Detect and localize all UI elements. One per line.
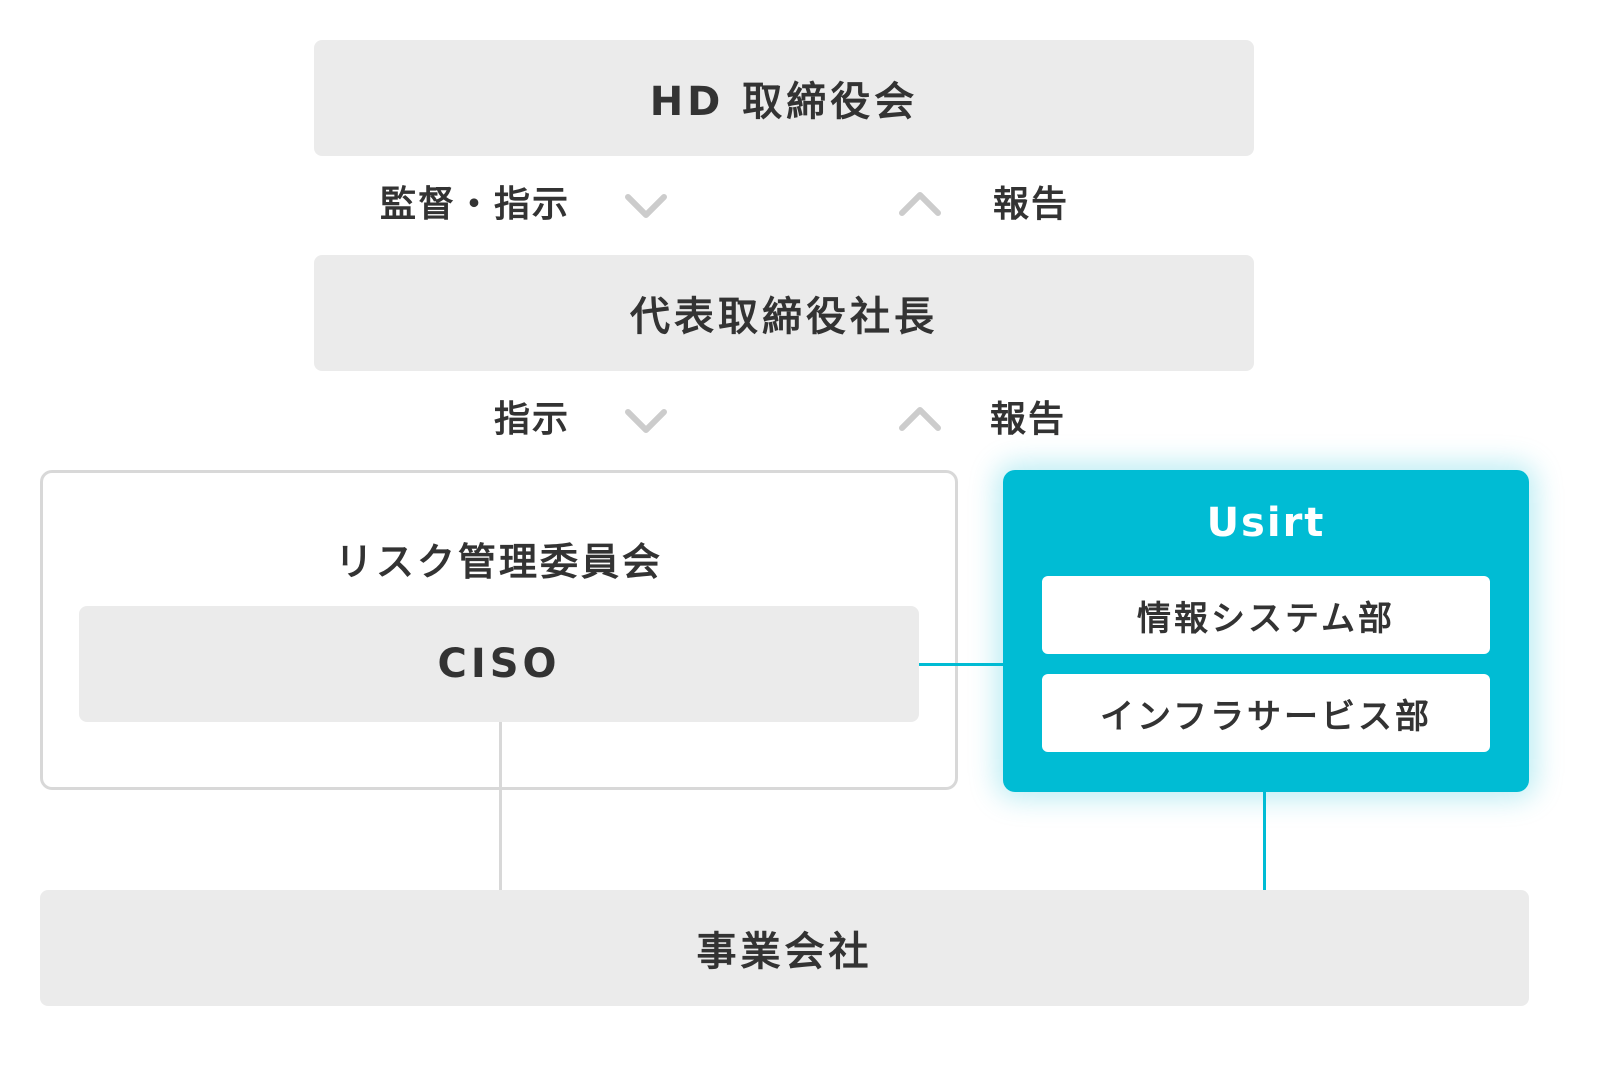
operating-companies-box: 事業会社 bbox=[40, 890, 1529, 1006]
report-label: 報告 bbox=[993, 184, 1070, 225]
oversight-instruction-label: 監督・指示 bbox=[379, 184, 570, 225]
risk-committee-title: リスク管理委員会 bbox=[334, 540, 663, 584]
ciso-companies-connector bbox=[499, 722, 502, 890]
president-box: 代表取締役社長 bbox=[314, 255, 1254, 371]
instruction-label: 指示 bbox=[493, 399, 570, 440]
ciso-usirt-connector bbox=[919, 663, 1003, 666]
report-label: 報告 bbox=[990, 399, 1067, 440]
usirt-box: Usirt 情報システム部 インフラサービス部 bbox=[1003, 470, 1529, 792]
usirt-item-info-systems: 情報システム部 bbox=[1042, 576, 1490, 654]
usirt-item-label: インフラサービス部 bbox=[1100, 696, 1432, 737]
ciso-label: CISO bbox=[437, 641, 561, 687]
chevron-down-icon bbox=[625, 194, 667, 218]
hd-board-label: HD 取締役会 bbox=[649, 79, 919, 125]
chevron-up-icon bbox=[899, 192, 941, 216]
president-label: 代表取締役社長 bbox=[630, 294, 938, 340]
chevron-down-icon bbox=[625, 409, 667, 433]
chevron-up-icon bbox=[899, 407, 941, 431]
operating-companies-label: 事業会社 bbox=[696, 929, 873, 975]
usirt-item-label: 情報システム部 bbox=[1137, 598, 1395, 639]
usirt-title: Usirt bbox=[1206, 500, 1326, 546]
ciso-box: CISO bbox=[79, 606, 919, 722]
usirt-companies-connector bbox=[1263, 792, 1266, 890]
usirt-item-infra-services: インフラサービス部 bbox=[1042, 674, 1490, 752]
hd-board-box: HD 取締役会 bbox=[314, 40, 1254, 156]
